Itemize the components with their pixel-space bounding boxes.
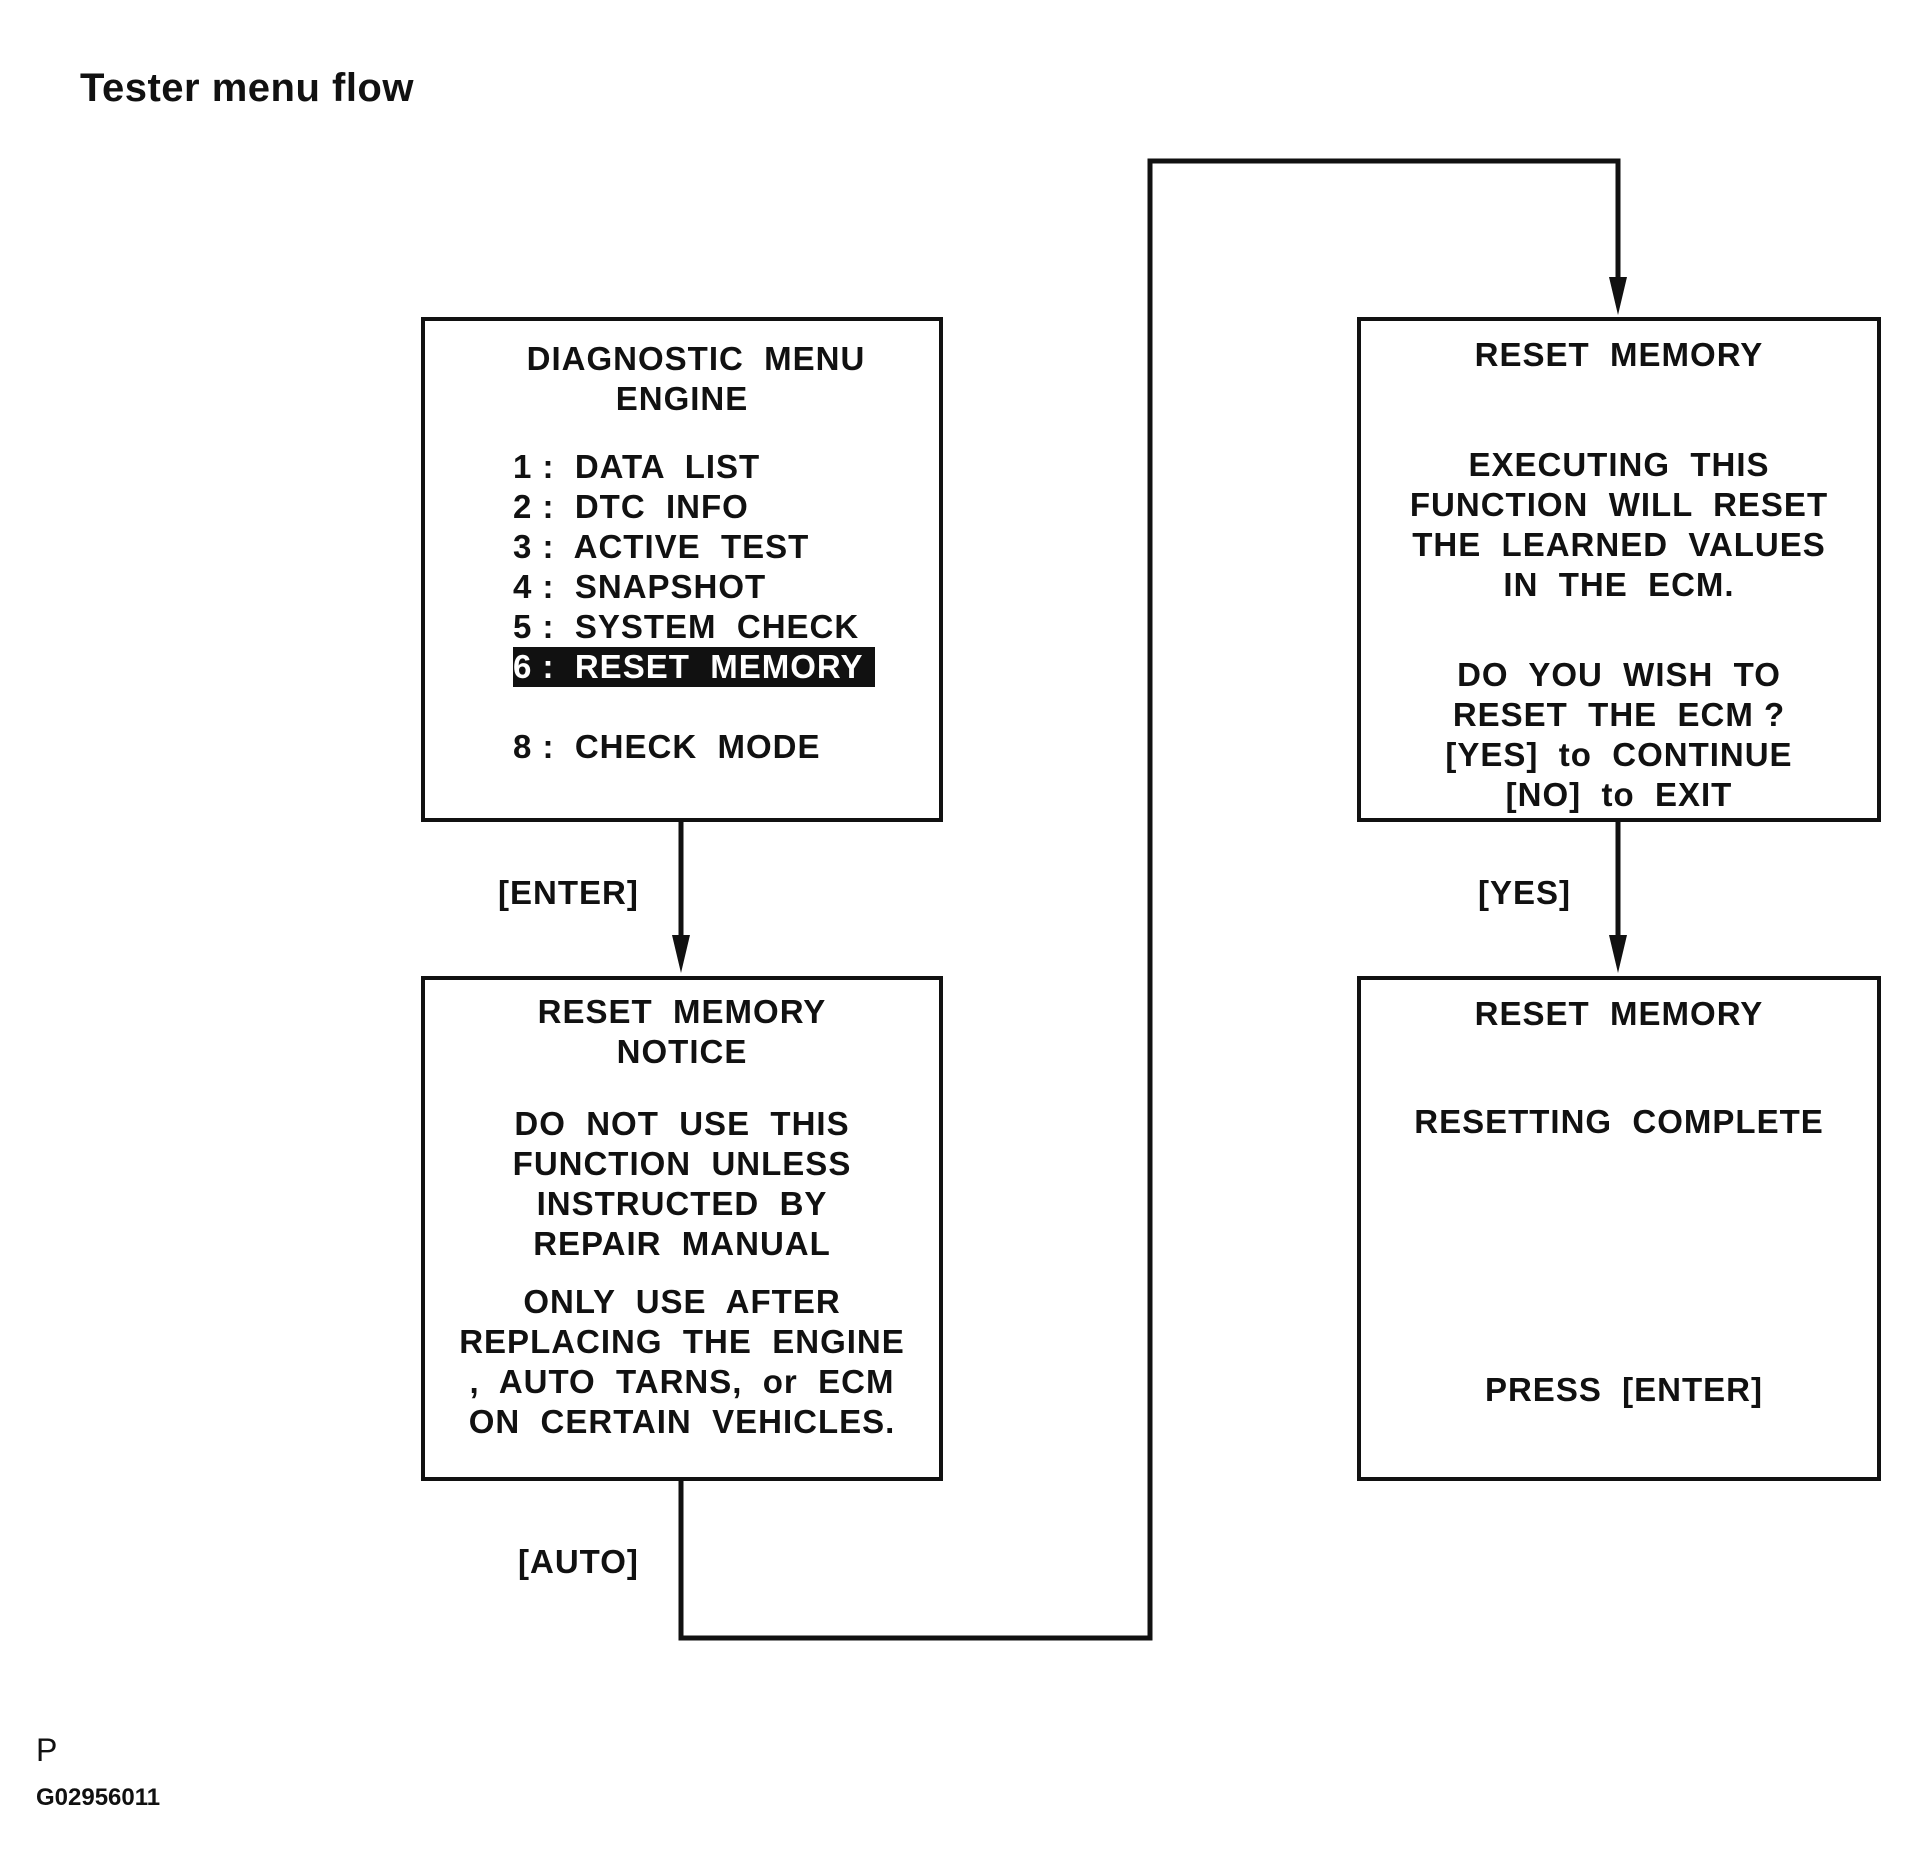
auto-key-label: [AUTO] (518, 1543, 639, 1580)
menu-item-spacer (513, 687, 875, 727)
confirm-no-option[interactable]: [NO] to EXIT (1505, 776, 1733, 813)
page-title: Tester menu flow (80, 66, 414, 110)
diagnostic-menu-box: DIAGNOSTIC MENU ENGINE 1 : DATA LIST 2 :… (421, 317, 943, 822)
menu-item-data-list[interactable]: 1 : DATA LIST (513, 448, 761, 485)
arrowhead-enter (672, 935, 690, 973)
notice-text-line: INSTRUCTED BY (536, 1185, 828, 1222)
notice-heading: RESET MEMORY (537, 993, 827, 1030)
diagnostic-menu-subheading: ENGINE (615, 380, 749, 417)
confirm-question-line: DO YOU WISH TO (1457, 656, 1781, 693)
complete-heading: RESET MEMORY (1474, 995, 1764, 1032)
menu-item-dtc-info[interactable]: 2 : DTC INFO (513, 488, 749, 525)
press-enter-prompt[interactable]: PRESS [ENTER] (1484, 1371, 1764, 1408)
notice-subheading: NOTICE (616, 1033, 748, 1070)
reset-memory-confirm-box: RESET MEMORY EXECUTING THIS FUNCTION WIL… (1357, 317, 1881, 822)
confirm-text-line: THE LEARNED VALUES (1412, 526, 1826, 563)
menu-item-active-test[interactable]: 3 : ACTIVE TEST (513, 528, 810, 565)
enter-key-label: [ENTER] (498, 874, 639, 911)
confirm-text-line: IN THE ECM. (1503, 566, 1735, 603)
notice-text-line: , AUTO TARNS, or ECM (469, 1363, 895, 1400)
diagnostic-menu-list: 1 : DATA LIST 2 : DTC INFO 3 : ACTIVE TE… (513, 447, 876, 767)
reset-memory-complete-box: RESET MEMORY RESETTING COMPLETE PRESS [E… (1357, 976, 1881, 1481)
arrowhead-yes (1609, 935, 1627, 973)
diagnostic-menu-heading: DIAGNOSTIC MENU (526, 340, 866, 377)
confirm-question-line: RESET THE ECM ? (1452, 696, 1786, 733)
arrow-auto (678, 158, 1621, 1641)
menu-item-reset-memory-selected[interactable]: 6 : RESET MEMORY (513, 647, 876, 687)
yes-key-label: [YES] (1478, 874, 1572, 911)
footer-letter: P (36, 1732, 58, 1768)
complete-status: RESETTING COMPLETE (1414, 1103, 1824, 1140)
confirm-text-line: FUNCTION WILL RESET (1409, 486, 1829, 523)
menu-item-snapshot[interactable]: 4 : SNAPSHOT (513, 568, 767, 605)
confirm-heading: RESET MEMORY (1474, 336, 1764, 373)
notice-text-line: REPLACING THE ENGINE (459, 1323, 905, 1360)
arrowhead-auto (1609, 277, 1627, 315)
confirm-yes-option[interactable]: [YES] to CONTINUE (1445, 736, 1793, 773)
notice-text-line: ONLY USE AFTER (523, 1283, 841, 1320)
notice-text-line: ON CERTAIN VEHICLES. (468, 1403, 896, 1440)
menu-item-check-mode[interactable]: 8 : CHECK MODE (513, 728, 821, 765)
reset-memory-notice-box: RESET MEMORY NOTICE DO NOT USE THIS FUNC… (421, 976, 943, 1481)
menu-item-system-check[interactable]: 5 : SYSTEM CHECK (513, 608, 860, 645)
notice-text-line: FUNCTION UNLESS (512, 1145, 852, 1182)
figure-code: G02956011 (36, 1784, 161, 1811)
notice-text-line: DO NOT USE THIS (514, 1105, 850, 1142)
notice-text-line: REPAIR MANUAL (533, 1225, 831, 1262)
confirm-text-line: EXECUTING THIS (1468, 446, 1770, 483)
